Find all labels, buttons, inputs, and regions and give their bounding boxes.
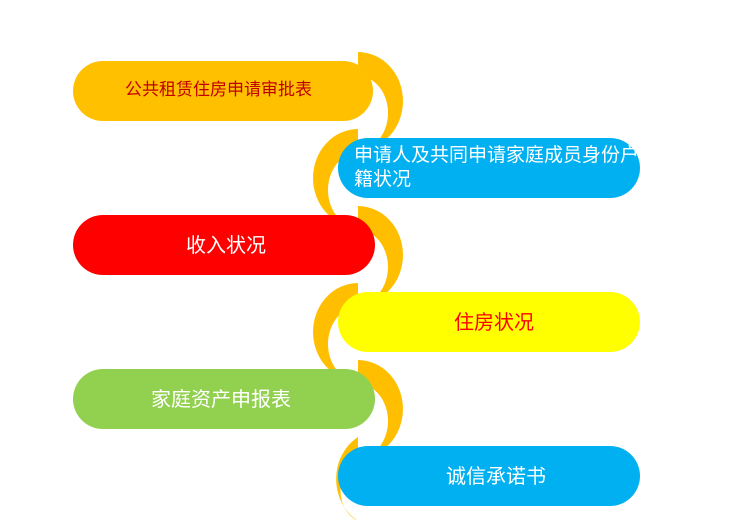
step-label: 收入状况 [186, 232, 266, 257]
step-label: 家庭资产申报表 [151, 386, 291, 411]
step-label: 诚信承诺书 [446, 463, 546, 488]
step-integrity-pledge: 诚信承诺书 [338, 446, 640, 506]
step-assets-declaration: 家庭资产申报表 [73, 369, 375, 429]
step-label: 公共租赁住房申请审批表 [125, 80, 312, 101]
step-application-form: 公共租赁住房申请审批表 [73, 61, 373, 121]
step-income-status: 收入状况 [73, 215, 375, 275]
step-label: 申请人及共同申请家庭成员身份户籍状况 [354, 144, 640, 190]
step-housing-status: 住房状况 [338, 292, 640, 352]
step-identity-status: 申请人及共同申请家庭成员身份户籍状况 [338, 138, 640, 198]
step-label: 住房状况 [454, 309, 534, 334]
